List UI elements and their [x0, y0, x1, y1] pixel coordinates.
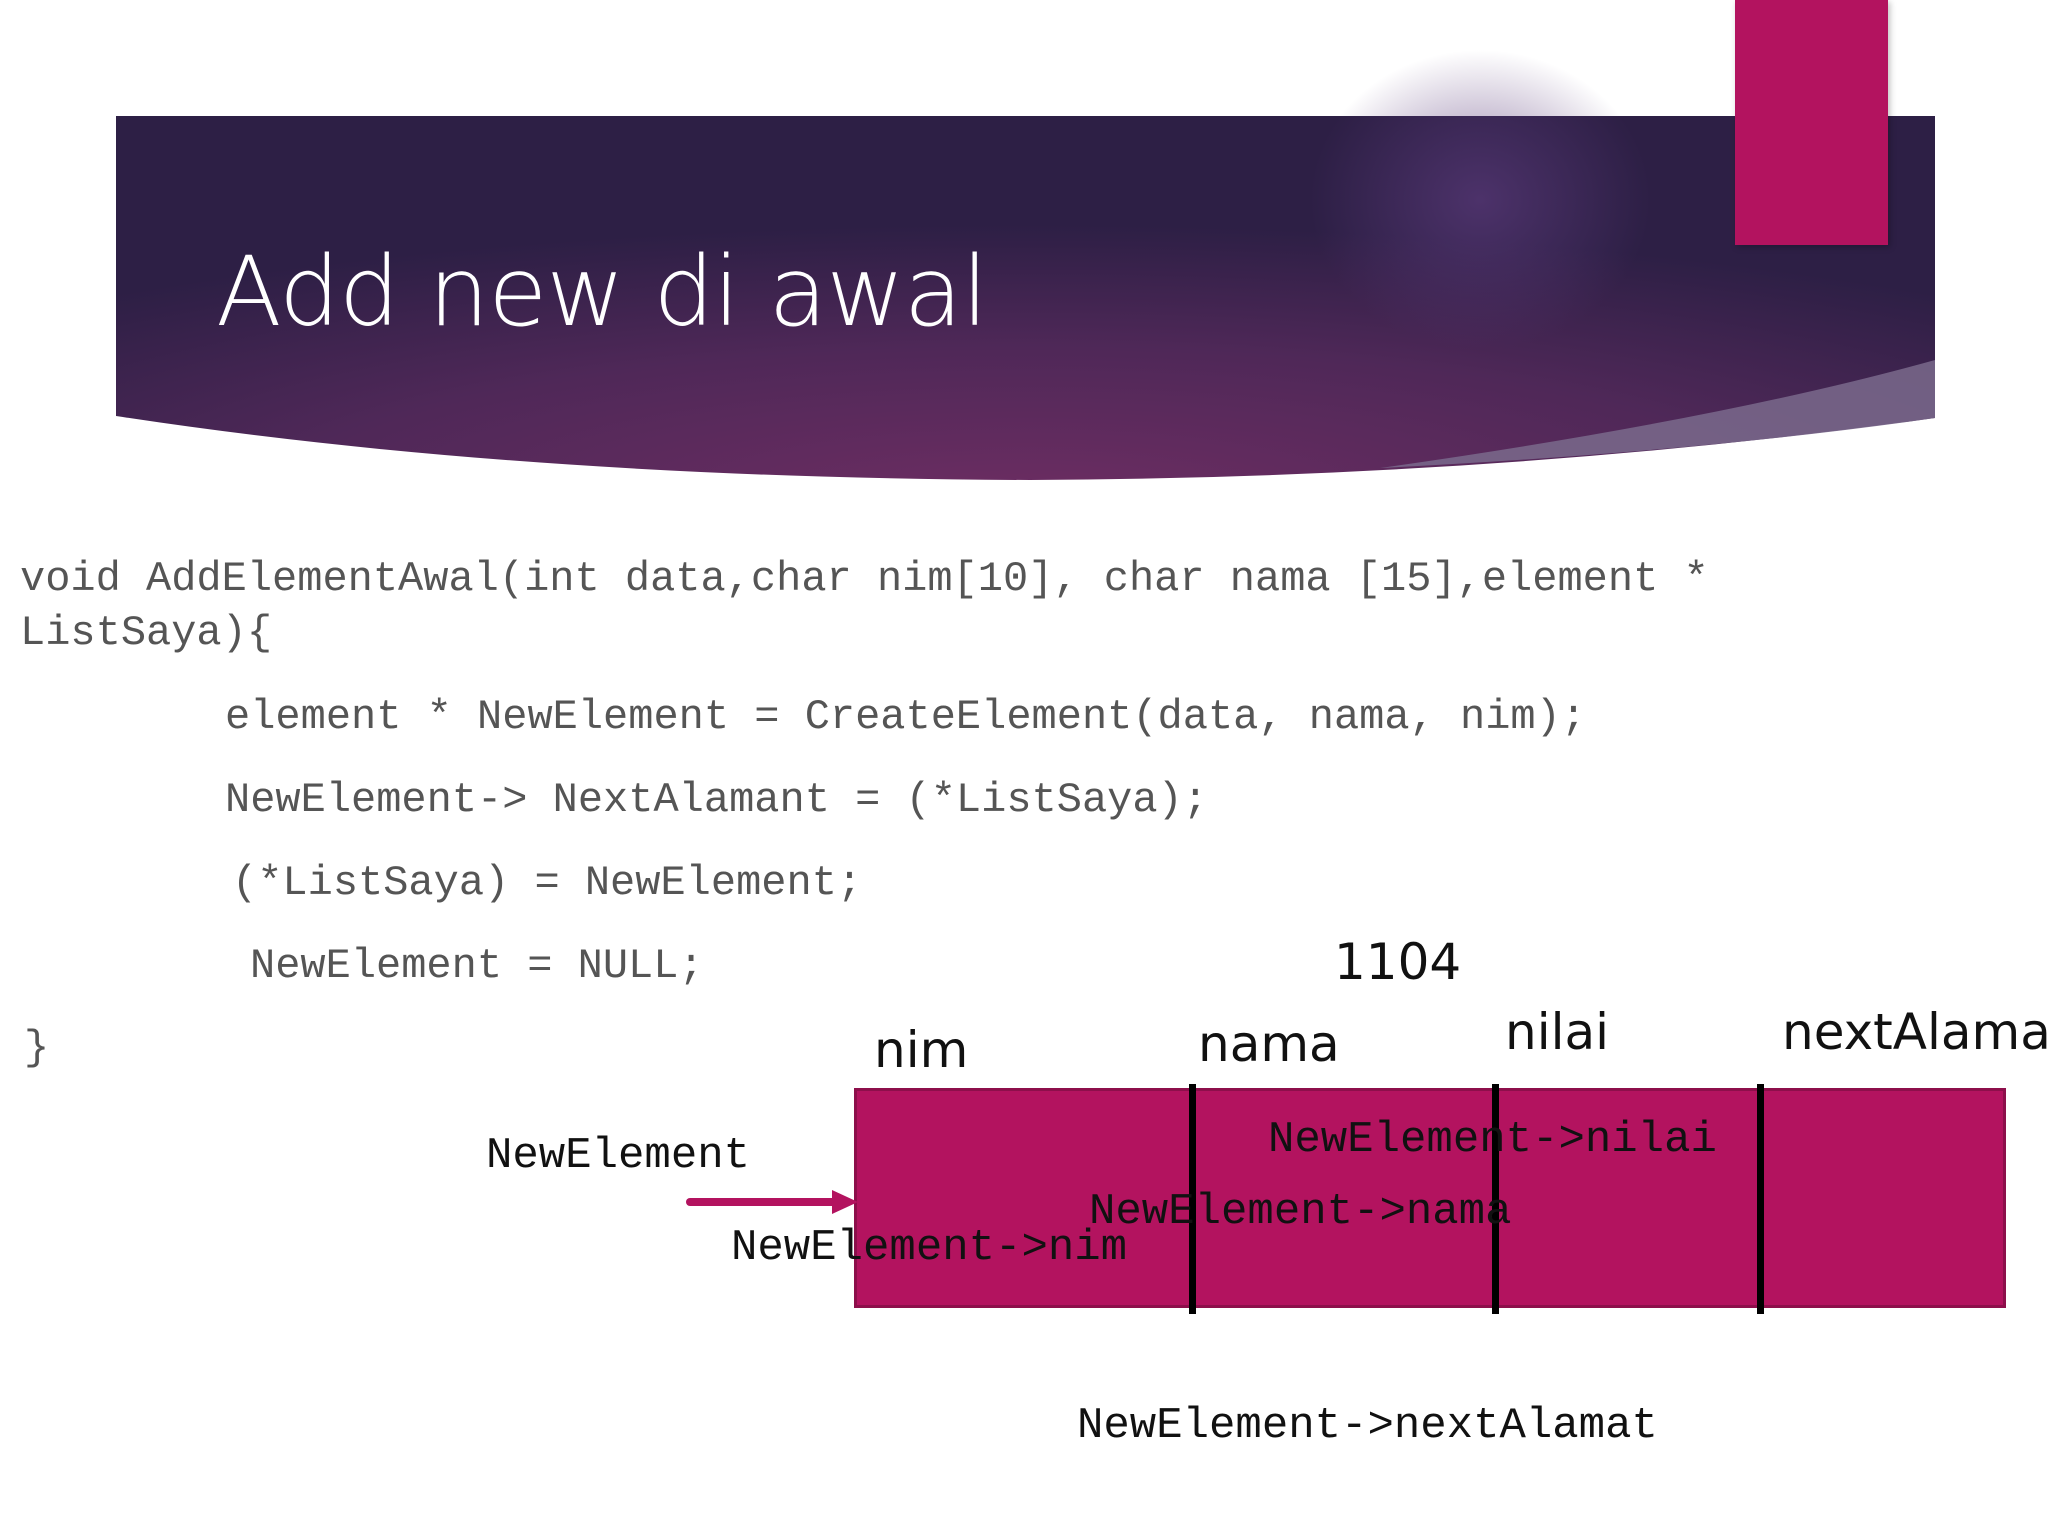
pointer-label: NewElement	[486, 1131, 751, 1181]
access-label-next: NewElement->nextAlamat	[1077, 1401, 1658, 1451]
field-divider	[1189, 1084, 1196, 1314]
field-header-nilai: nilai	[1505, 1003, 1610, 1061]
code-line: void AddElementAwal(int data,char nim[10…	[20, 555, 1709, 603]
node-address: 1104	[1334, 933, 1462, 991]
title-banner	[116, 50, 1935, 480]
accent-tab	[1735, 0, 1888, 245]
slide-title: Add new di awal	[216, 236, 988, 348]
code-line: NewElement = NULL;	[250, 942, 704, 990]
code-line: (*ListSaya) = NewElement;	[232, 859, 863, 907]
element-record-box	[854, 1088, 2006, 1308]
field-divider	[1757, 1084, 1764, 1314]
field-header-nama: nama	[1198, 1015, 1340, 1073]
code-line: }	[24, 1024, 50, 1072]
pointer-arrow	[686, 1190, 858, 1214]
code-line: NewElement-> NextAlamant = (*ListSaya);	[225, 776, 1208, 824]
field-divider	[1492, 1084, 1499, 1314]
field-header-nim: nim	[874, 1021, 969, 1079]
access-label-nama: NewElement->nama	[1089, 1187, 1512, 1237]
code-line: element * NewElement = CreateElement(dat…	[225, 693, 1587, 741]
access-label-nilai: NewElement->nilai	[1268, 1115, 1717, 1165]
access-label-nim: NewElement->nim	[731, 1223, 1128, 1273]
field-header-next-alamat: nextAlamat	[1782, 1003, 2048, 1061]
code-line: ListSaya){	[20, 609, 273, 657]
